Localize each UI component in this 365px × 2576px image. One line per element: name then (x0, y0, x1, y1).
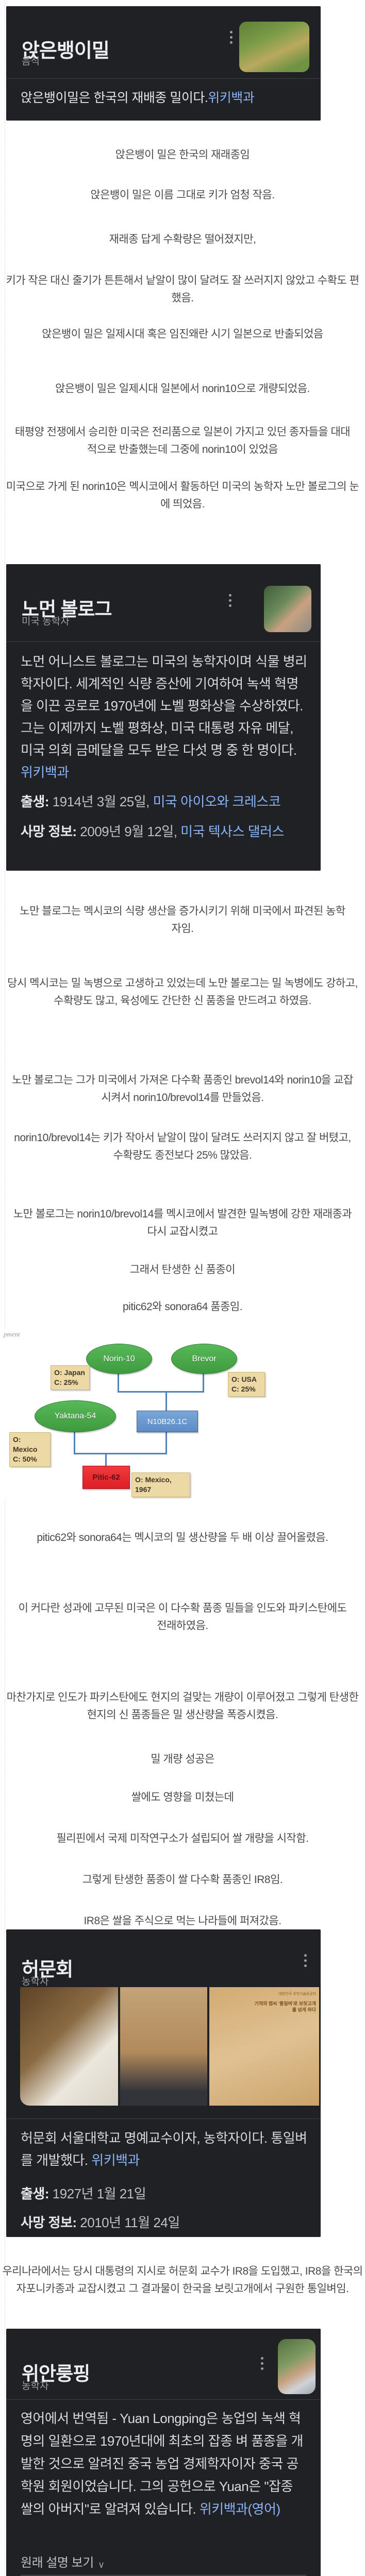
paragraph: 노만 블로그는 멕시코의 식량 생산을 증가시키기 위해 미국에서 파견된 농학… (20, 905, 345, 935)
heo-poster-illustration[interactable]: 대한민국 과학기술유공자 기적의 볍씨 '통일벼'로 보릿고개를 넘게 하다 (209, 1987, 319, 2106)
wikipedia-link[interactable]: 위키백과 (91, 2153, 140, 2168)
paragraph: 밀 개량 성공은 (151, 1753, 214, 1765)
connector-line (74, 1453, 167, 1454)
wikipedia-en-link[interactable]: 위키백과(영어) (199, 2501, 280, 2517)
paragraph: norin10/brevol14는 키가 작아서 낱알이 많이 달려도 쓰러지지… (14, 1132, 351, 1161)
paragraph: pitic62와 sonora64는 멕시코의 밀 생산량을 두 배 이상 끌어… (37, 1532, 328, 1544)
connector-line (105, 1453, 107, 1467)
death-place-link[interactable]: 미국 텍사스 댈러스 (180, 824, 284, 839)
wheat-pedigree-diagram: pment Norin-10 Brevor Yaktana-54 N10B26.… (0, 1329, 365, 1499)
more-vert-icon[interactable] (229, 594, 232, 609)
paragraph: 필리핀에서 국제 미작연구소가 설립되어 쌀 개량을 시작함. (56, 1833, 309, 1844)
note-origin-usa: O: USA C: 25% (228, 1372, 265, 1397)
card-title: 노먼 볼로그 (22, 598, 112, 620)
paragraph: pitic62와 sonora64 품종임. (122, 1301, 243, 1313)
divider (6, 78, 321, 79)
card-title: 허문회 (22, 1958, 73, 1980)
paragraph: 앉은뱅이 밀은 한국의 재래종임 (115, 149, 250, 161)
death-row: 사망 정보: 2009년 9월 12일, 미국 텍사스 댈러스 (21, 824, 284, 839)
wikipedia-link[interactable]: 위키백과 (208, 91, 255, 105)
paragraph: 재래종 답게 수확량은 떨어졌지만, (109, 233, 256, 245)
divider (6, 641, 321, 642)
paragraph: 미국으로 가게 된 norin10은 멕시코에서 활동하던 미국의 농학자 노만… (6, 481, 359, 510)
left-edge-strip (0, 0, 5, 2576)
paragraph: 노만 볼로그는 norin10/brevol14를 멕시코에서 발견한 밀녹병에… (13, 1208, 352, 1238)
paragraph: 그래서 탄생한 신 품종이 (129, 1264, 236, 1276)
borlaug-portrait[interactable] (264, 586, 311, 632)
more-vert-icon[interactable] (230, 31, 233, 46)
paragraph: 키가 작은 대신 줄기가 튼튼해서 낱알이 많이 달려도 잘 쓰러지지 않았고 … (6, 275, 359, 304)
wikipedia-link[interactable]: 위키백과 (21, 765, 69, 780)
paragraph: 이 커다란 성과에 고무된 미국은 이 다수확 품종 밀들을 인도와 파키스탄에… (18, 1602, 347, 1632)
paragraph: 그렇게 탄생한 품종이 쌀 다수확 품종인 IR8임. (82, 1874, 283, 1886)
node-n10b26: N10B26.1C (137, 1411, 198, 1432)
connector-line (74, 1430, 75, 1454)
paragraph: 태평양 전쟁에서 승리한 미국은 전리품으로 일본이 가지고 있던 종자들을 대… (14, 426, 351, 455)
card-category: 음식 (22, 56, 40, 67)
card-description: 노먼 어니스트 볼로그는 미국의 농학자이며 식물 병리학자이다. 세계적인 식… (21, 654, 307, 780)
node-yaktana54: Yaktana-54 (35, 1400, 116, 1432)
knowledge-card-yuan: 위안룽핑 농학자 영어에서 번역됨 - Yuan Longping은 농업의 녹… (6, 2329, 321, 2576)
paragraph: 우리나라에서는 당시 대통령의 지시로 허문회 교수가 IR8을 도입했고, I… (2, 2265, 363, 2295)
card-category: 농학자 (22, 2381, 49, 2392)
node-pitic62: Pitic-62 (82, 1466, 130, 1489)
connector-line (118, 1391, 204, 1393)
card-title: 앉은뱅이밀 (22, 40, 110, 62)
paragraph: 노만 볼로그는 그가 미국에서 가져온 다수확 품종인 brevol14와 no… (12, 1074, 353, 1104)
node-brevor: Brevor (171, 1344, 237, 1374)
birth-row: 출생: 1914년 3월 25일, 미국 아이오와 크레스코 (21, 794, 281, 809)
connector-line (118, 1373, 119, 1393)
poster-badge: 대한민국 과학기술유공자 (278, 1992, 316, 1996)
connector-line (165, 1391, 167, 1412)
more-vert-icon[interactable] (261, 2357, 264, 2372)
chevron-down-icon: ∨ (97, 2560, 105, 2570)
paragraph: 마찬가지로 인도가 파키스탄에도 현지의 걸맞는 개량이 이루어졌고 그렇게 탄… (6, 1691, 359, 1721)
note-origin-mexico1967: O: Mexico, 1967 (131, 1472, 190, 1497)
note-origin-mexico50: O: Mexico C: 50% (9, 1432, 51, 1467)
connector-line (203, 1373, 204, 1393)
see-original-toggle[interactable]: 원래 설명 보기∨ (21, 2552, 105, 2574)
paragraph: IR8은 쌀을 주식으로 먹는 나라들에 퍼져갔음. (84, 1915, 281, 1927)
death-row: 사망 정보: 2010년 11월 24일 (21, 2215, 180, 2230)
card-description: 영어에서 번역됨 - Yuan Longping은 농업의 녹색 혁명의 일환으… (21, 2411, 303, 2517)
heo-photo-bookshelf[interactable] (20, 1987, 118, 2106)
yuan-portrait[interactable] (278, 2339, 316, 2394)
wheat-thumbnail[interactable] (239, 22, 309, 72)
knowledge-card-borlaug: 노먼 볼로그 미국 농학자 노먼 어니스트 볼로그는 미국의 농학자이며 식물 … (6, 564, 321, 871)
image-row: 대한민국 과학기술유공자 기적의 볍씨 '통일벼'로 보릿고개를 넘게 하다 (20, 1987, 319, 2106)
card-category: 미국 농학자 (22, 616, 70, 627)
node-norin10: Norin-10 (86, 1344, 152, 1374)
poster-caption: 기적의 볍씨 '통일벼'로 보릿고개를 넘게 하다 (254, 2001, 316, 2012)
note-origin-japan: O: Japan C: 25% (51, 1365, 90, 1390)
birth-row: 출생: 1927년 1월 21일 (21, 2186, 146, 2201)
more-vert-icon[interactable] (304, 1954, 307, 1970)
cropped-caption-fragment: pment (4, 1330, 20, 1338)
card-description: 허문회 서울대학교 명예교수이자, 농학자이다. 통일벼를 개발했다. 위키백과 (21, 2130, 307, 2168)
birth-place-link[interactable]: 미국 아이오와 크레스코 (153, 794, 281, 809)
paragraph: 앉은뱅이 밀은 일제시대 혹은 임진왜란 시기 일본으로 반출되었음 (42, 328, 323, 340)
card-description: 앉은뱅이밀은 한국의 재배종 밀이다.위키백과 (21, 91, 255, 105)
heo-photo-suit[interactable] (120, 1987, 207, 2106)
card-title: 위안룽핑 (22, 2363, 90, 2384)
paragraph: 앉은뱅이 밀은 일제시대 일본에서 norin10으로 개량되었음. (55, 383, 310, 395)
divider (6, 2399, 321, 2400)
knowledge-card-wheat: 앉은뱅이밀 음식 앉은뱅이밀은 한국의 재배종 밀이다.위키백과 (6, 6, 321, 121)
connector-line (165, 1431, 167, 1454)
paragraph: 앉은뱅이 밀은 이름 그대로 키가 엄청 작음. (90, 189, 275, 201)
paragraph: 당시 멕시코는 밀 녹병으로 고생하고 있었는데 노만 볼로그는 밀 녹병에도 … (7, 977, 358, 1007)
card-category: 농학자 (22, 1976, 49, 1987)
paragraph: 쌀에도 영향을 미쳤는데 (131, 1791, 234, 1803)
knowledge-card-heo: 허문회 농학자 대한민국 과학기술유공자 기적의 볍씨 '통일벼'로 보릿고개를… (6, 1929, 321, 2237)
